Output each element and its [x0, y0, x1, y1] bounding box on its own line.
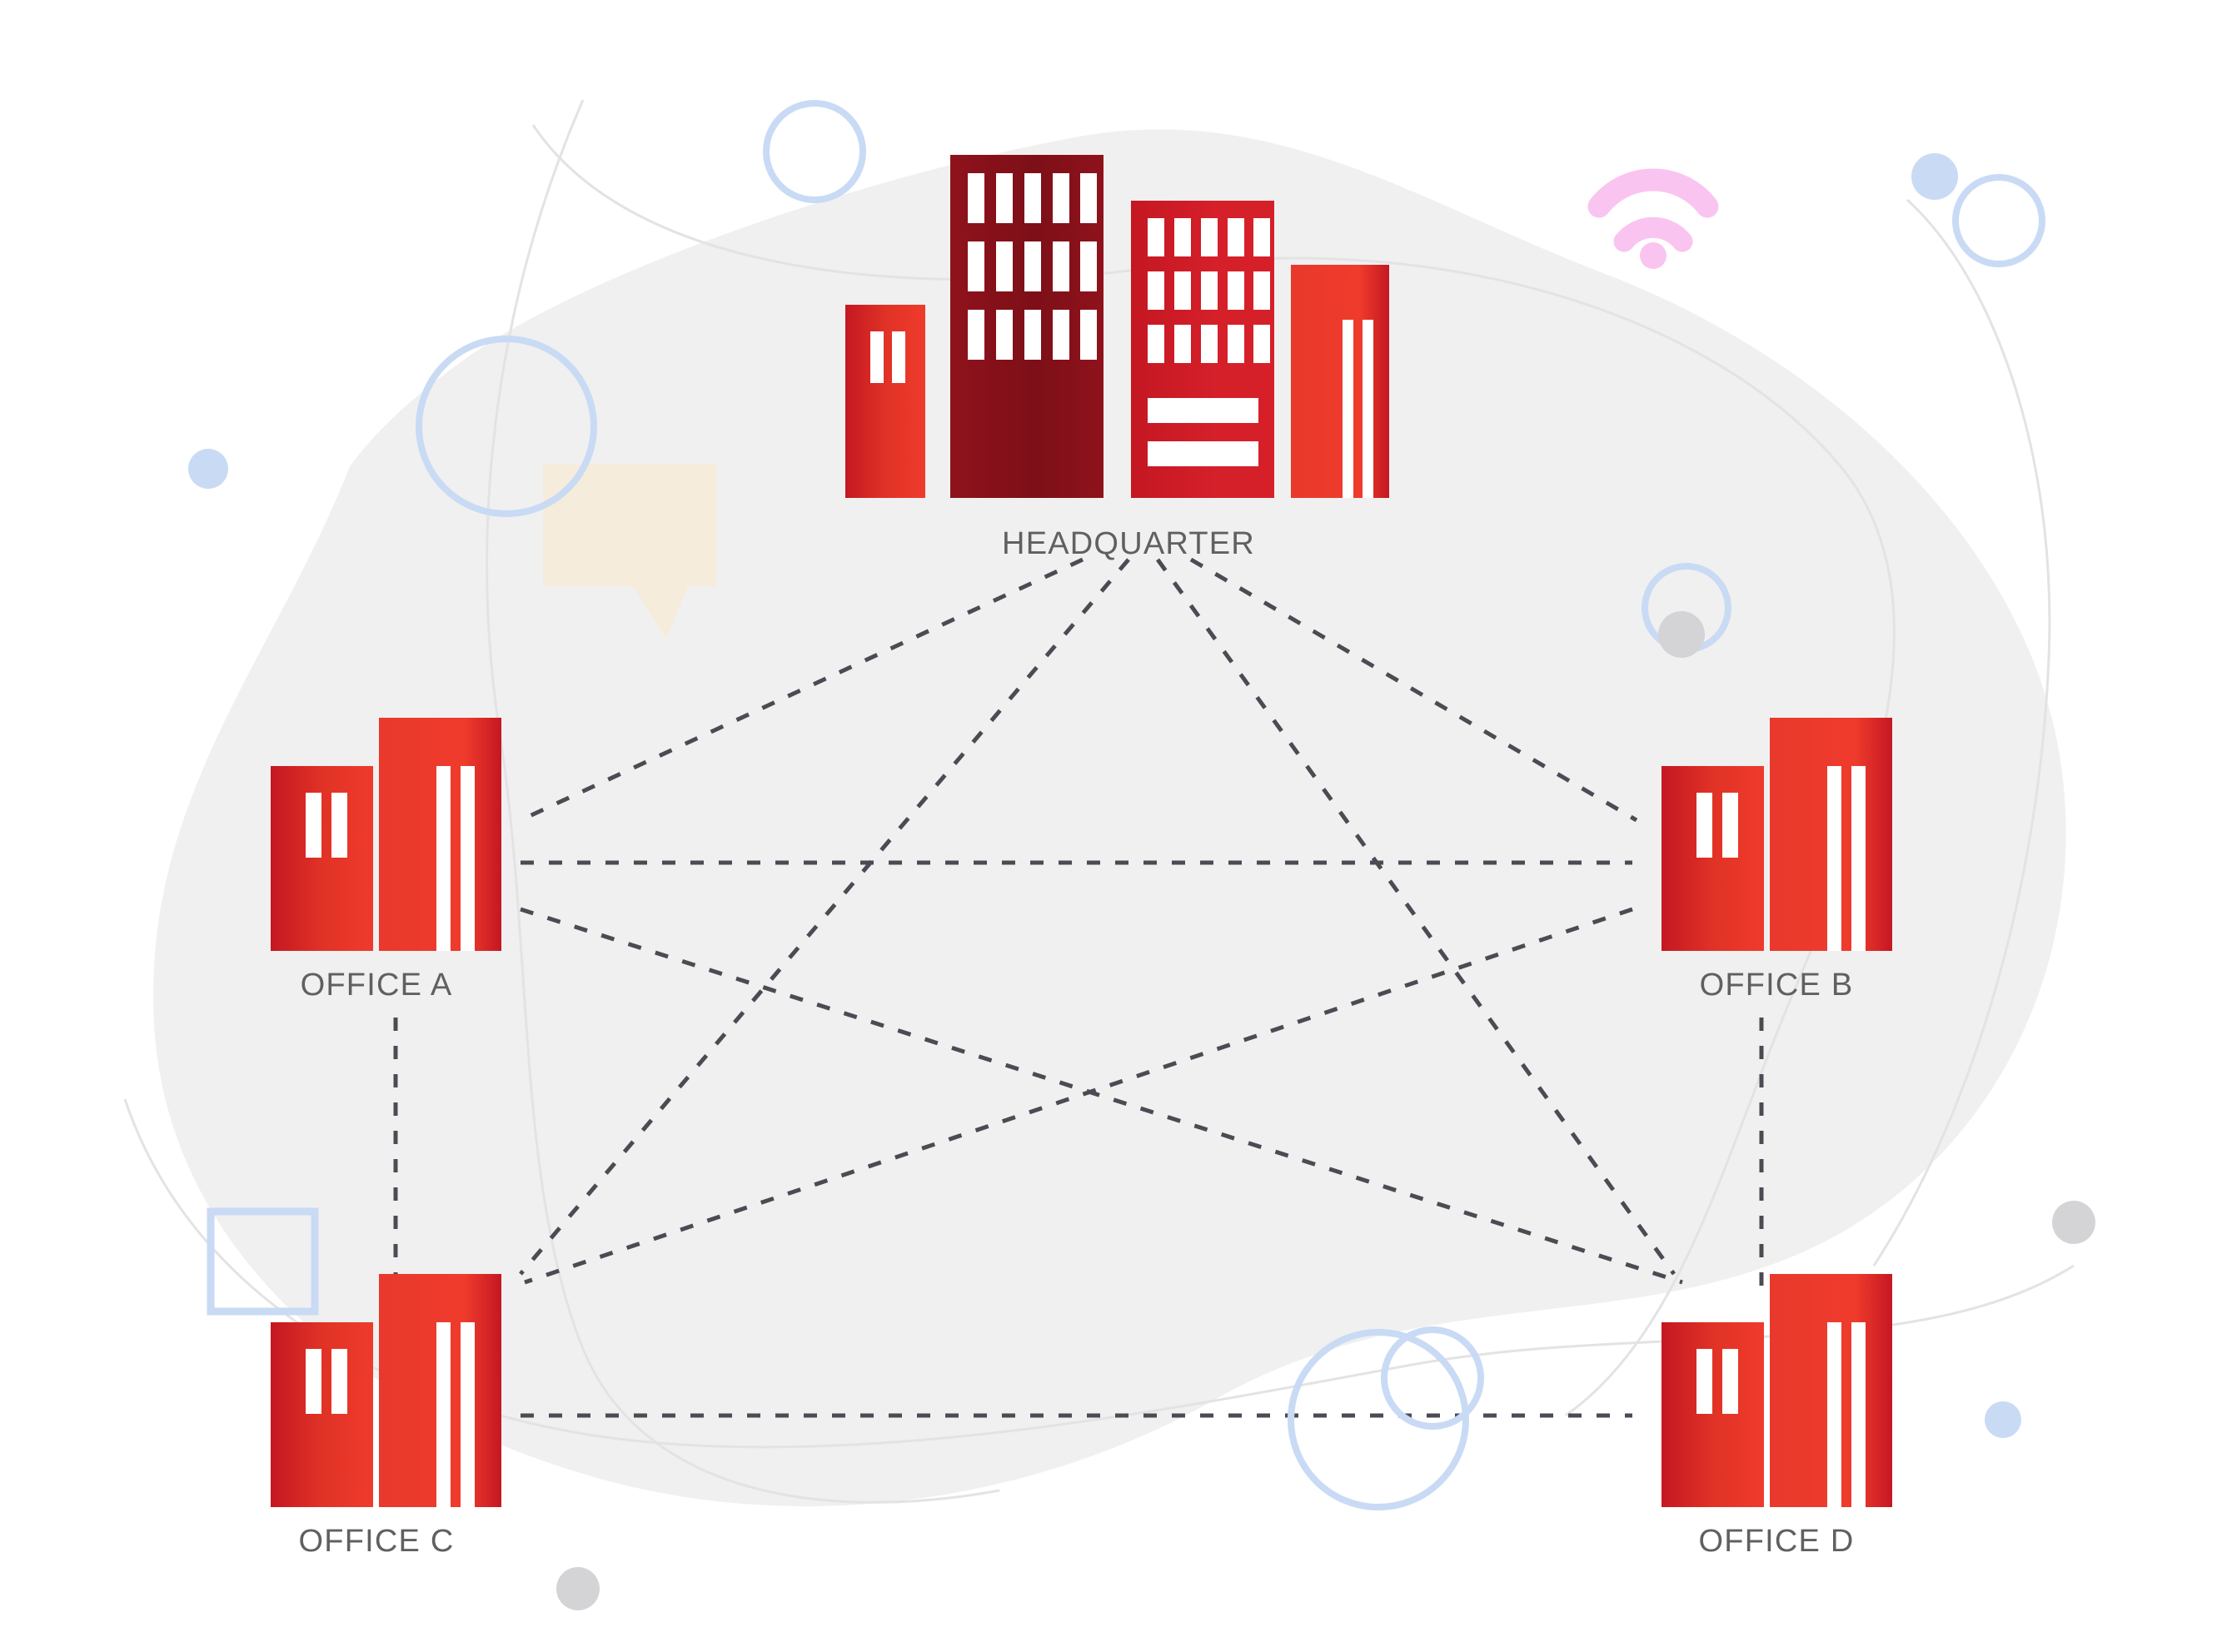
connection-headquarter-office-b — [1189, 557, 1638, 823]
circle-outline-decorations — [416, 100, 2045, 1510]
node-label-headquarter: HEADQUARTER — [1002, 526, 1255, 561]
wifi-icon — [1587, 168, 1719, 269]
office-d-buildings-icon[interactable] — [1662, 1274, 1892, 1507]
connection-office-b-office-c — [524, 907, 1633, 1285]
connection-headquarter-office-a — [519, 557, 1084, 823]
square-outline-decoration — [207, 1207, 319, 1316]
node-label-office-c: OFFICE C — [298, 1524, 455, 1559]
dot-filled-decorations — [188, 153, 2021, 1438]
node-label-office-b: OFFICE B — [1699, 968, 1854, 1003]
office-a-buildings-icon[interactable] — [271, 718, 501, 951]
connection-headquarter-office-d — [1155, 558, 1676, 1276]
node-label-office-d: OFFICE D — [1698, 1524, 1855, 1559]
connection-office-a-office-d — [520, 907, 1683, 1285]
node-label-office-a: OFFICE A — [300, 968, 453, 1003]
office-b-buildings-icon[interactable] — [1662, 718, 1892, 951]
headquarter-buildings-icon[interactable] — [845, 155, 1389, 498]
connection-lines — [393, 557, 1764, 1418]
office-c-buildings-icon[interactable] — [271, 1274, 501, 1507]
dot-gray-decorations — [556, 611, 2095, 1610]
